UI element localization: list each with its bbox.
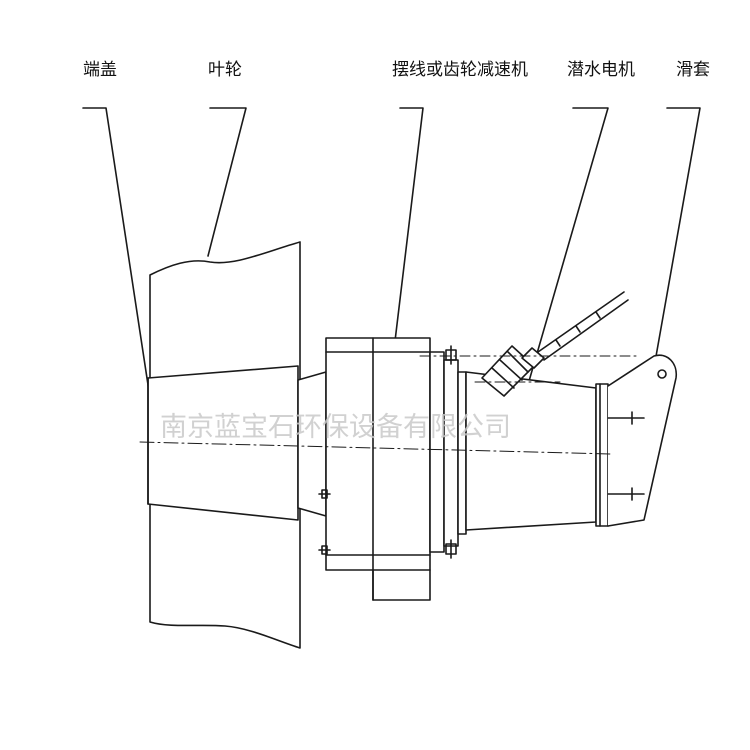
center-axis (139, 355, 641, 455)
leader-impeller (207, 107, 247, 257)
watermark-text: 南京蓝宝石环保设备有限公司 (160, 412, 511, 443)
label-end-cover: 端盖 (83, 60, 117, 80)
label-sliding-sleeve: 滑套 (676, 60, 710, 80)
leader-motor (524, 107, 609, 396)
label-reducer: 摆线或齿轮减速机 (392, 60, 528, 80)
reducer-housing (318, 337, 467, 601)
label-impeller: 叶轮 (208, 60, 242, 80)
label-submersible-motor: 潜水电机 (567, 60, 635, 80)
cable-gland (481, 291, 629, 397)
leader-lines (82, 107, 701, 399)
hub-cone (147, 365, 299, 521)
impeller-blade (149, 241, 301, 649)
sliding-sleeve (607, 354, 678, 527)
leader-end-cover (82, 107, 151, 399)
leader-sleeve (654, 107, 701, 363)
leader-reducer (391, 107, 424, 367)
